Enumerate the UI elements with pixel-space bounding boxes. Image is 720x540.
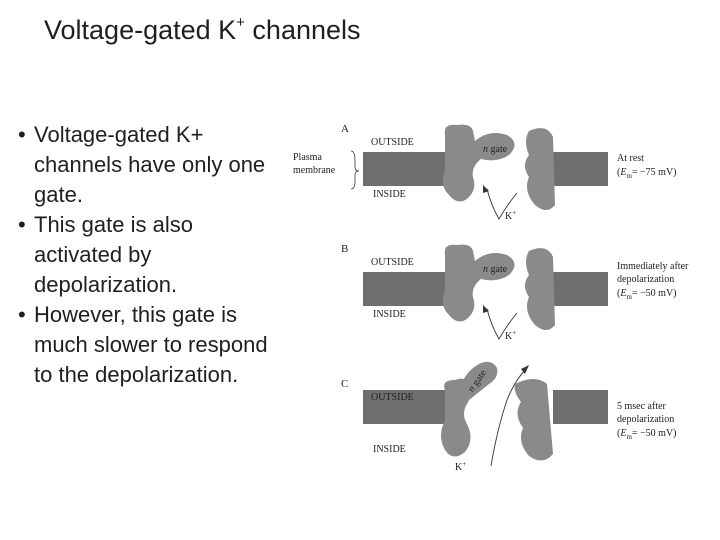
gate-label: n gate xyxy=(483,144,508,155)
blocked-ion-arrow xyxy=(486,308,518,340)
membrane-right xyxy=(553,272,608,306)
panel-letter: C xyxy=(341,378,348,390)
membrane-label-line2: membrane xyxy=(293,165,336,176)
efflux-arrow xyxy=(490,367,528,467)
panel-c: C OUTSIDE INSIDE n gate K+ 5 msec after … xyxy=(341,361,677,473)
arrowhead xyxy=(521,365,529,374)
channel-right-subunit xyxy=(514,379,553,461)
membrane-bracket xyxy=(350,150,360,190)
membrane-label-line1: Plasma xyxy=(293,152,322,163)
bullet-dot: • xyxy=(18,212,26,237)
bullet-dot: • xyxy=(18,302,26,327)
state-label-line2: depolarization xyxy=(617,414,674,425)
panel-b: B OUTSIDE INSIDE n gate K+ Immediately a… xyxy=(341,243,689,342)
panel-letter: A xyxy=(341,123,349,135)
outside-label: OUTSIDE xyxy=(371,257,414,268)
bullet-text: This gate is also activated by depolariz… xyxy=(34,212,193,297)
title-suffix: channels xyxy=(244,15,361,45)
outside-label: OUTSIDE xyxy=(371,137,414,148)
state-label-line1: 5 msec after xyxy=(617,401,667,412)
channel-left-subunit xyxy=(441,378,472,457)
state-label-line1: Immediately after xyxy=(617,261,689,272)
panel-letter: B xyxy=(341,243,348,255)
membrane-left xyxy=(363,272,445,306)
bullet-item: • Voltage-gated K+ channels have only one… xyxy=(18,120,283,210)
channel-figure: Plasma membrane A OUTSIDE INSIDE n gate … xyxy=(285,115,705,495)
ion-label: K+ xyxy=(505,209,516,222)
channel-left-subunit xyxy=(442,124,515,202)
membrane-right xyxy=(553,390,608,424)
panel-a: A OUTSIDE INSIDE n gate K+ At rest (Em= … xyxy=(341,123,677,222)
membrane-left xyxy=(363,152,445,186)
blocked-ion-arrow xyxy=(486,188,518,220)
ion-label: K+ xyxy=(455,460,466,473)
voltage-label: (Em= −50 mV) xyxy=(617,428,677,441)
bullet-text: However, this gate is much slower to res… xyxy=(34,302,268,387)
bullet-list: • Voltage-gated K+ channels have only one… xyxy=(18,120,283,390)
membrane-right xyxy=(553,152,608,186)
channel-right-subunit xyxy=(525,248,555,330)
bullet-item: • However, this gate is much slower to re… xyxy=(18,300,283,390)
voltage-label: (Em= −50 mV) xyxy=(617,288,677,301)
state-label-line1: At rest xyxy=(617,153,644,164)
channel-left-subunit xyxy=(442,244,515,322)
open-gate xyxy=(461,361,498,400)
channel-right-subunit xyxy=(525,128,555,210)
title-text: Voltage-gated K xyxy=(44,15,237,45)
membrane-left xyxy=(363,390,445,424)
state-label-line2: depolarization xyxy=(617,274,674,285)
bullet-dot: • xyxy=(18,122,26,147)
voltage-label: (Em= −75 mV) xyxy=(617,167,677,180)
outside-label: OUTSIDE xyxy=(371,392,414,403)
bullet-text: Voltage-gated K+ channels have only one … xyxy=(34,122,266,207)
inside-label: INSIDE xyxy=(373,309,406,320)
arrowhead xyxy=(483,305,489,313)
slide-title: Voltage-gated K+ channels xyxy=(44,14,361,46)
inside-label: INSIDE xyxy=(373,444,406,455)
ion-label: K+ xyxy=(505,329,516,342)
title-superscript: + xyxy=(236,14,245,31)
arrowhead xyxy=(483,185,489,193)
inside-label: INSIDE xyxy=(373,189,406,200)
channel-diagram: Plasma membrane A OUTSIDE INSIDE n gate … xyxy=(293,123,689,473)
bullet-item: • This gate is also activated by depolari… xyxy=(18,210,283,300)
gate-label: n gate xyxy=(483,264,508,275)
